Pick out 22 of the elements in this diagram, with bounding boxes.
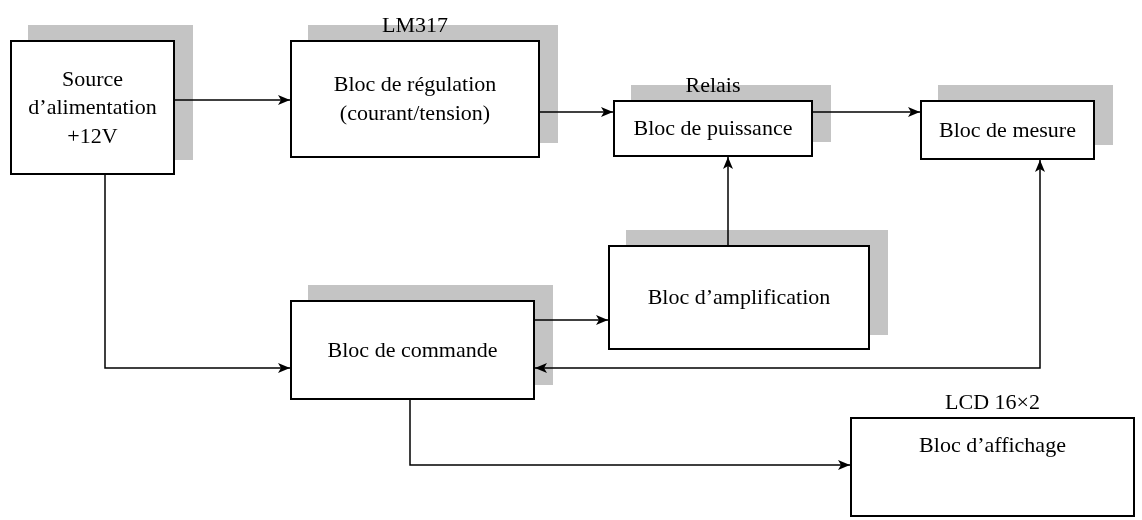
arrow [812, 107, 921, 117]
arrow [409, 399, 851, 470]
arrow [534, 159, 1045, 373]
arrow [104, 174, 291, 373]
block-label: Bloc de régulation (courant/tension) [332, 70, 498, 127]
process-box [920, 100, 1095, 160]
block-label: Source d’alimentation +12V [27, 64, 158, 150]
component-label: LCD 16×2 [945, 389, 1040, 414]
arrow [534, 315, 609, 325]
component-label: Relais [685, 72, 741, 97]
arrow [539, 107, 614, 117]
component-label: LM317 [382, 12, 448, 37]
block-label: Bloc de commande [326, 335, 499, 364]
arrow [174, 95, 291, 105]
block-label: Bloc d’amplification [646, 283, 832, 312]
process-box [608, 245, 870, 350]
process-box [290, 300, 535, 400]
process-box [10, 40, 175, 175]
block-label: Bloc de mesure [938, 115, 1077, 144]
block-label: Bloc de puissance [632, 114, 794, 143]
block-label: Bloc d’affichage [918, 431, 1067, 459]
arrow [723, 156, 733, 246]
